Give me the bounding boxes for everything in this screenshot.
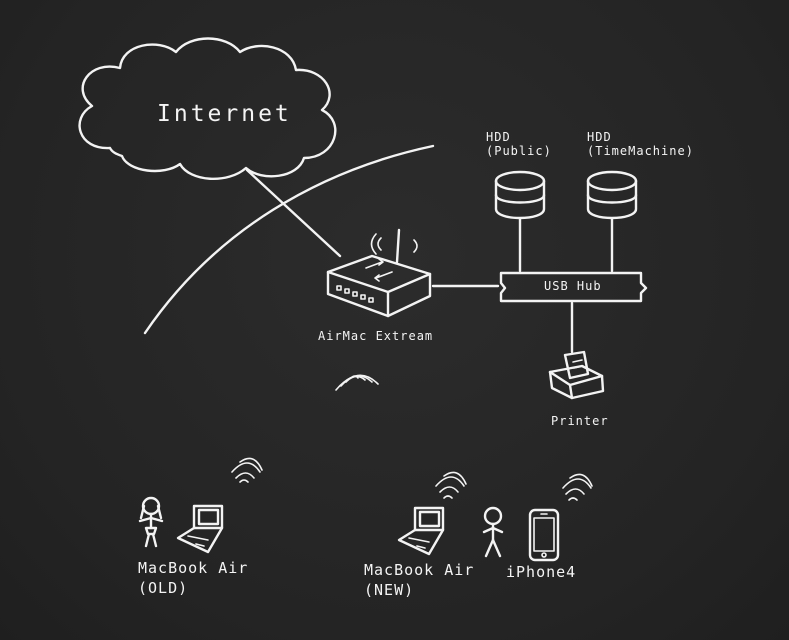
laptop-icon bbox=[397, 506, 445, 556]
hdd-timemachine-subtitle: (TimeMachine) bbox=[587, 144, 694, 158]
printer-icon bbox=[548, 350, 605, 400]
macbook-old-subtitle: (OLD) bbox=[138, 579, 189, 597]
macbook-old-label: MacBook Air (OLD) bbox=[138, 558, 248, 598]
macbook-new-label: MacBook Air (NEW) bbox=[364, 560, 474, 600]
hdd-public-title: HDD bbox=[486, 130, 511, 144]
macbook-new-title: MacBook Air bbox=[364, 561, 475, 579]
internet-link bbox=[245, 168, 342, 258]
printer-label: Printer bbox=[551, 414, 609, 428]
internet-label: Internet bbox=[157, 101, 292, 127]
wifi-signal-icon bbox=[562, 473, 593, 501]
hdd-public-subtitle: (Public) bbox=[486, 144, 552, 158]
laptop-icon bbox=[176, 504, 224, 554]
network-boundary-curve bbox=[143, 144, 435, 335]
wifi-signal-icon bbox=[335, 374, 379, 391]
macbook-new-subtitle: (NEW) bbox=[364, 581, 415, 599]
phone-icon bbox=[528, 508, 560, 562]
cloud-icon bbox=[78, 37, 337, 180]
person-icon bbox=[138, 496, 164, 548]
wifi-signal-icon bbox=[435, 471, 467, 499]
hdd-timemachine-title: HDD bbox=[587, 130, 612, 144]
router-icon bbox=[326, 228, 432, 318]
usb-hub-label: USB Hub bbox=[544, 279, 602, 293]
person-icon bbox=[482, 506, 504, 558]
iphone-label: iPhone4 bbox=[506, 563, 577, 581]
hdd-icon bbox=[586, 170, 638, 273]
router-label: AirMac Extream bbox=[318, 329, 434, 343]
usb-hub-icon bbox=[499, 271, 648, 303]
hdd-public-label: HDD (Public) bbox=[486, 130, 552, 158]
hdd-icon bbox=[494, 170, 546, 273]
hdd-timemachine-label: HDD (TimeMachine) bbox=[587, 130, 694, 158]
wifi-signal-icon bbox=[231, 457, 263, 483]
macbook-old-title: MacBook Air bbox=[138, 559, 249, 577]
